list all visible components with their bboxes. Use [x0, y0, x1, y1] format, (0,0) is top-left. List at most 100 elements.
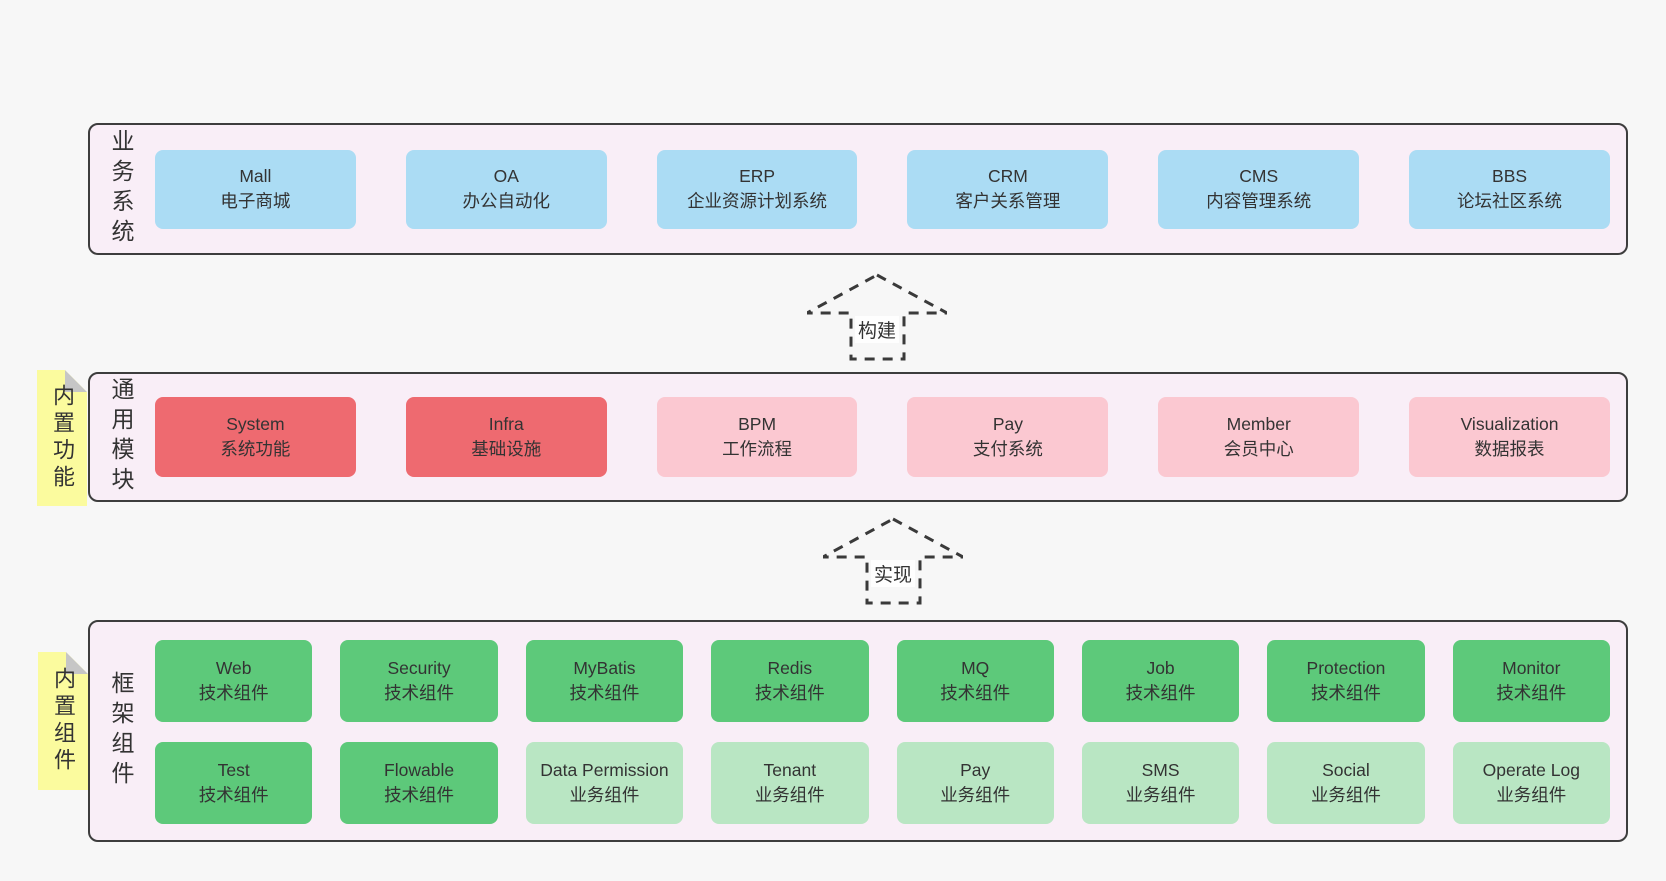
- box-title: Tenant: [763, 760, 817, 781]
- box-subtitle: 技术组件: [384, 683, 455, 703]
- box-title: CRM: [987, 166, 1028, 187]
- box-title: CMS: [1239, 166, 1279, 187]
- box-web: Web 技术组件: [155, 640, 313, 722]
- box-subtitle: 基础设施: [471, 439, 542, 459]
- box-subtitle: 业务组件: [754, 785, 825, 805]
- box-security: Security 技术组件: [340, 640, 498, 722]
- box-subtitle: 技术组件: [1310, 683, 1381, 703]
- panel-label-modules: 通用模块: [108, 377, 134, 497]
- box-title: Operate Log: [1482, 760, 1580, 781]
- box-pay-module: Pay 支付系统: [907, 397, 1109, 477]
- common-modules-panel: 通用模块 System 系统功能 Infra 基础设施 BPM 工作流程 Pay…: [88, 372, 1628, 502]
- box-title: Protection: [1306, 658, 1386, 679]
- modules-box-row: System 系统功能 Infra 基础设施 BPM 工作流程 Pay 支付系统…: [155, 374, 1610, 500]
- box-monitor: Monitor 技术组件: [1452, 640, 1610, 722]
- arrow-label-build: 构建: [854, 316, 900, 343]
- box-subtitle: 业务组件: [1496, 785, 1567, 805]
- components-rows: Web 技术组件 Security 技术组件 MyBatis 技术组件 Redi…: [90, 622, 1626, 840]
- box-subtitle: 技术组件: [384, 785, 455, 805]
- box-subtitle: 系统功能: [220, 439, 291, 459]
- box-infra: Infra 基础设施: [405, 397, 607, 477]
- box-title: Mall: [239, 166, 272, 187]
- box-subtitle: 技术组件: [198, 785, 269, 805]
- arrow-label-implement: 实现: [870, 560, 916, 587]
- box-subtitle: 电子商城: [220, 191, 291, 211]
- box-title: Visualization: [1460, 414, 1559, 435]
- box-subtitle: 技术组件: [1496, 683, 1567, 703]
- components-box-row-1: Web 技术组件 Security 技术组件 MyBatis 技术组件 Redi…: [155, 640, 1610, 722]
- box-subtitle: 办公自动化: [462, 191, 550, 211]
- box-pay-component: Pay 业务组件: [896, 742, 1054, 824]
- business-systems-panel: 业务系统 Mall 电子商城 OA 办公自动化 ERP 企业资源计划系统 CRM…: [88, 123, 1628, 255]
- panel-label-business: 业务系统: [108, 129, 134, 249]
- box-system: System 系统功能: [155, 397, 356, 477]
- components-box-row-2: Test 技术组件 Flowable 技术组件 Data Permission …: [155, 742, 1610, 824]
- box-title: BPM: [738, 414, 777, 435]
- box-title: ERP: [739, 166, 776, 187]
- box-oa: OA 办公自动化: [405, 149, 607, 229]
- box-subtitle: 内容管理系统: [1206, 191, 1312, 211]
- box-title: Test: [217, 760, 250, 781]
- box-subtitle: 数据报表: [1474, 439, 1545, 459]
- box-title: Infra: [488, 414, 524, 435]
- box-title: Monitor: [1502, 658, 1561, 679]
- box-test: Test 技术组件: [155, 742, 313, 824]
- box-bpm: BPM 工作流程: [656, 397, 858, 477]
- box-subtitle: 论坛社区系统: [1457, 191, 1563, 211]
- box-title: System: [226, 414, 285, 435]
- panel-label-components: 框架组件: [108, 671, 134, 791]
- arrow-up-build: 构建: [807, 272, 947, 362]
- box-crm: CRM 客户关系管理: [907, 149, 1109, 229]
- box-mq: MQ 技术组件: [896, 640, 1054, 722]
- box-redis: Redis 技术组件: [711, 640, 869, 722]
- box-title: OA: [493, 166, 519, 187]
- box-operate-log: Operate Log 业务组件: [1452, 742, 1610, 824]
- box-subtitle: 客户关系管理: [955, 191, 1061, 211]
- box-subtitle: 技术组件: [754, 683, 825, 703]
- sticky-label: 内置组件: [51, 667, 76, 775]
- box-subtitle: 技术组件: [940, 683, 1011, 703]
- box-subtitle: 业务组件: [940, 785, 1011, 805]
- box-title: Pay: [960, 760, 991, 781]
- framework-components-panel: 框架组件 Web 技术组件 Security 技术组件 MyBatis 技术组件…: [88, 620, 1628, 842]
- sticky-note-built-in-components: 内置组件: [38, 652, 88, 790]
- box-title: Social: [1322, 760, 1370, 781]
- box-mybatis: MyBatis 技术组件: [525, 640, 684, 722]
- box-protection: Protection 技术组件: [1267, 640, 1425, 722]
- box-subtitle: 技术组件: [569, 683, 640, 703]
- box-erp: ERP 企业资源计划系统: [656, 149, 858, 229]
- box-title: Member: [1226, 414, 1291, 435]
- box-title: Data Permission: [540, 760, 669, 781]
- box-title: Pay: [992, 414, 1023, 435]
- box-title: Security: [387, 658, 451, 679]
- arrow-up-implement: 实现: [823, 516, 963, 606]
- box-subtitle: 业务组件: [1125, 785, 1196, 805]
- box-flowable: Flowable 技术组件: [340, 742, 498, 824]
- business-box-row: Mall 电子商城 OA 办公自动化 ERP 企业资源计划系统 CRM 客户关系…: [155, 125, 1610, 253]
- box-title: Redis: [767, 658, 813, 679]
- box-title: BBS: [1492, 166, 1528, 187]
- box-title: Flowable: [384, 760, 455, 781]
- box-bbs: BBS 论坛社区系统: [1409, 149, 1610, 229]
- box-mall: Mall 电子商城: [155, 149, 356, 229]
- box-cms: CMS 内容管理系统: [1158, 149, 1360, 229]
- box-title: Web: [215, 658, 252, 679]
- box-subtitle: 企业资源计划系统: [687, 191, 828, 211]
- box-title: MyBatis: [573, 658, 636, 679]
- box-subtitle: 会员中心: [1223, 439, 1294, 459]
- box-title: SMS: [1141, 760, 1180, 781]
- sticky-note-built-in-features: 内置功能: [37, 370, 87, 506]
- box-title: Job: [1146, 658, 1175, 679]
- box-subtitle: 技术组件: [1125, 683, 1196, 703]
- box-subtitle: 支付系统: [972, 439, 1043, 459]
- box-social: Social 业务组件: [1267, 742, 1425, 824]
- box-sms: SMS 业务组件: [1081, 742, 1240, 824]
- box-tenant: Tenant 业务组件: [711, 742, 869, 824]
- box-subtitle: 业务组件: [569, 785, 640, 805]
- box-visualization: Visualization 数据报表: [1409, 397, 1610, 477]
- box-data-permission: Data Permission 业务组件: [525, 742, 684, 824]
- box-subtitle: 技术组件: [198, 683, 269, 703]
- box-member: Member 会员中心: [1158, 397, 1360, 477]
- box-subtitle: 业务组件: [1310, 785, 1381, 805]
